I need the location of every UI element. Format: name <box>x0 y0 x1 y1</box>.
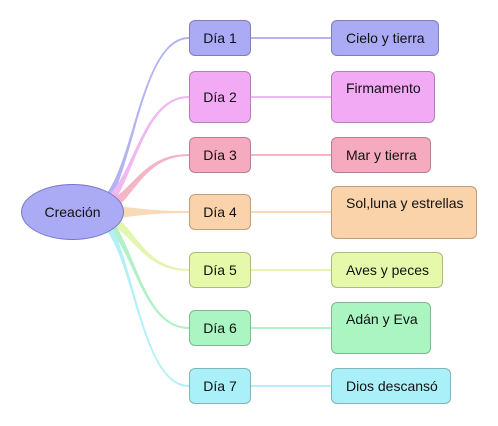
detail-node-3[interactable]: Mar y tierra <box>331 137 431 173</box>
day-node-label: Día 6 <box>203 320 237 336</box>
detail-node-5[interactable]: Aves y peces <box>331 252 443 288</box>
detail-links <box>251 37 331 387</box>
detail-node-4[interactable]: Sol,luna y estrellas <box>331 186 477 239</box>
day-node-label: Día 7 <box>203 378 237 394</box>
day-node-label: Día 3 <box>203 147 237 163</box>
day-node-2[interactable]: Día 2 <box>189 71 251 123</box>
detail-node-label: Dios descansó <box>346 378 438 394</box>
detail-node-label: Adán y Eva <box>346 311 418 327</box>
detail-node-label: Firmamento <box>346 80 421 96</box>
detail-node-7[interactable]: Dios descansó <box>331 368 451 404</box>
day-node-3[interactable]: Día 3 <box>189 137 251 173</box>
day-node-4[interactable]: Día 4 <box>189 194 251 230</box>
detail-node-label: Cielo y tierra <box>346 30 425 46</box>
day-node-label: Día 5 <box>203 262 237 278</box>
detail-node-6[interactable]: Adán y Eva <box>331 302 431 354</box>
day-node-label: Día 2 <box>203 89 237 105</box>
detail-node-label: Aves y peces <box>346 262 430 278</box>
detail-node-label: Mar y tierra <box>346 147 417 163</box>
day-node-5[interactable]: Día 5 <box>189 252 251 288</box>
root-node-label: Creación <box>44 204 101 220</box>
day-node-7[interactable]: Día 7 <box>189 368 251 404</box>
detail-node-2[interactable]: Firmamento <box>331 71 435 123</box>
day-node-6[interactable]: Día 6 <box>189 310 251 346</box>
root-node-creacion[interactable]: Creación <box>21 184 124 240</box>
detail-node-1[interactable]: Cielo y tierra <box>331 20 439 56</box>
day-node-label: Día 4 <box>203 204 237 220</box>
day-node-1[interactable]: Día 1 <box>189 20 251 56</box>
day-node-label: Día 1 <box>203 30 237 46</box>
detail-node-label: Sol,luna y estrellas <box>346 195 464 211</box>
